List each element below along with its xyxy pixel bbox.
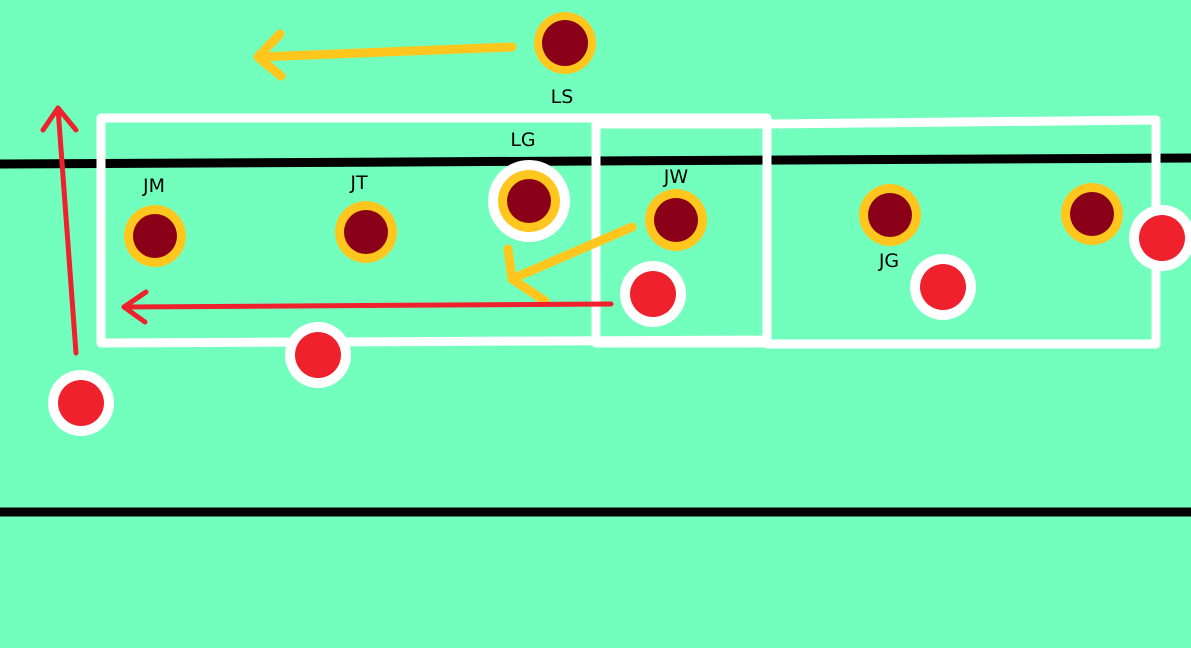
player-ls [534, 12, 596, 74]
player-jw [645, 189, 707, 251]
arrow-red-run-up [40, 105, 79, 356]
label-lg: LG [510, 129, 535, 151]
player-lg [488, 160, 570, 242]
label-jt: JT [349, 172, 368, 194]
player-right-team-a [1061, 183, 1123, 245]
player-jm [124, 205, 186, 267]
opponent-right-edge [1129, 205, 1191, 271]
label-jg: JG [878, 250, 899, 272]
label-ls: LS [551, 86, 574, 108]
arrow-red-pass-left [121, 289, 614, 325]
opponent-near-jg [910, 254, 976, 320]
player-jt [335, 201, 397, 263]
arrow-jw-run [503, 222, 637, 306]
right-zone-box [762, 115, 1161, 349]
label-jm: JM [142, 175, 165, 197]
label-jw: JW [663, 166, 689, 188]
opponent-near-jw [620, 261, 686, 327]
player-jg [859, 184, 921, 246]
opponent-bottom-left [48, 370, 114, 436]
opponent-bottom-middle [285, 322, 351, 388]
arrow-ls-run [253, 29, 517, 81]
